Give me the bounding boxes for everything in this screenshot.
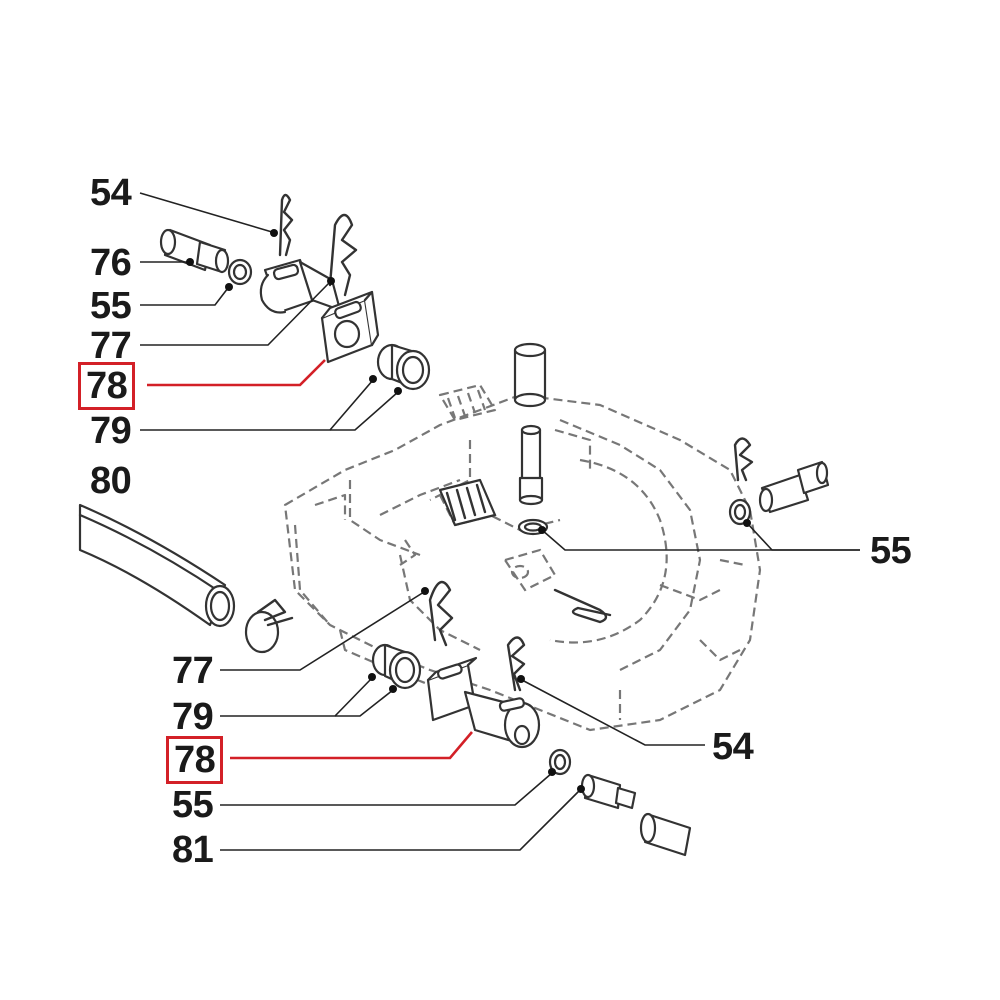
hose-clamp-80 [244, 598, 294, 654]
callout-55-bottom: 55 [172, 784, 214, 826]
center-hairpin-clip [553, 588, 612, 624]
o-ring-55-right [728, 498, 752, 526]
swivel-77-top [259, 258, 342, 314]
block-78-top [320, 290, 380, 364]
leader-lines [139, 192, 860, 851]
fitting-right [758, 460, 830, 514]
clip-54-bottom [506, 636, 526, 692]
callout-54-top: 54 [90, 172, 132, 214]
o-ring-55-bottom [548, 748, 572, 776]
center-jet-needle [513, 342, 547, 506]
bushing-79-top [376, 343, 431, 391]
callout-55-right: 55 [870, 530, 912, 572]
callout-79-top: 79 [90, 410, 132, 452]
callout-80: 80 [90, 460, 132, 502]
clip-right [733, 437, 754, 482]
callout-54-right: 54 [712, 726, 754, 768]
hose-80 [78, 503, 236, 628]
callout-77-bottom: 77 [172, 650, 214, 692]
block-78-bottom [426, 656, 478, 722]
callout-78-bottom: 78 [166, 736, 224, 784]
callout-55-top: 55 [90, 285, 132, 327]
hose-fitting-76 [159, 228, 230, 274]
callout-78-top: 78 [78, 362, 136, 410]
o-ring-55-top [227, 258, 253, 286]
fitting-81 [580, 773, 692, 857]
bushing-79-bottom [371, 643, 422, 690]
center-spring-screw [438, 478, 497, 527]
clip-77-top [328, 213, 358, 297]
clip-77-bottom [428, 580, 454, 647]
callout-79-bottom: 79 [172, 696, 214, 738]
clip-54-top [278, 193, 294, 257]
callout-81: 81 [172, 829, 214, 871]
callout-77-top: 77 [90, 325, 132, 367]
callout-76: 76 [90, 242, 132, 284]
swivel-bottom [463, 690, 541, 749]
